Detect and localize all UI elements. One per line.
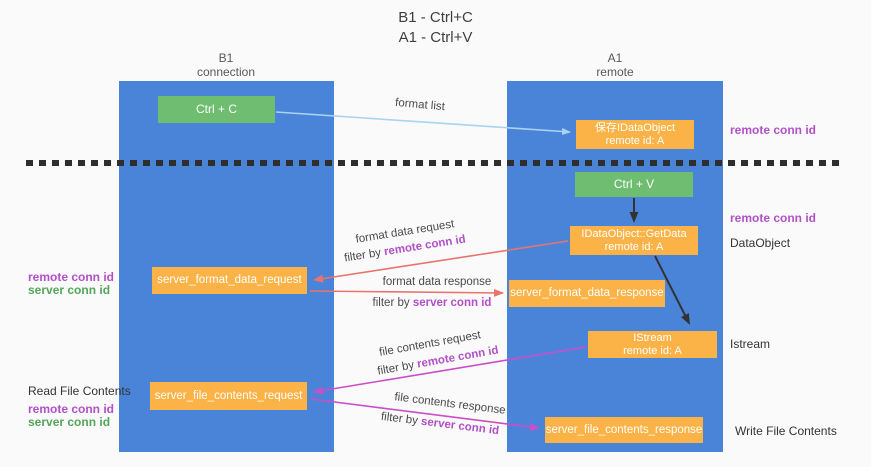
filter-by-text: filter by	[372, 297, 413, 309]
node-ctrl-c-label: Ctrl + C	[195, 102, 237, 116]
label-read-file-contents: Read File Contents	[28, 384, 131, 398]
node-server-file-contents-response-label: server_file_contents_response	[545, 423, 703, 436]
filter-key-server: server conn id	[420, 415, 500, 438]
lane-a1-title: A1	[607, 51, 623, 65]
node-istream-line1: IStream	[633, 331, 672, 344]
label-istream: Istream	[730, 337, 771, 351]
filter-by-text: filter by	[380, 410, 422, 428]
node-idataobject-getdata: IDataObject::GetData remote id: A	[570, 226, 698, 255]
node-istream-line2: remote id: A	[623, 344, 682, 357]
node-ctrl-v-label: Ctrl + V	[613, 177, 655, 191]
lane-header-a1: A1 remote	[545, 51, 685, 79]
filter-by-text: filter by	[343, 246, 386, 265]
title-line-1: B1 - Ctrl+C	[398, 9, 473, 26]
diagram-title: B1 - Ctrl+C A1 - Ctrl+V	[0, 8, 871, 48]
arrow-format-data-response	[309, 288, 504, 297]
label-dataobject: DataObject	[730, 236, 791, 250]
node-istream: IStream remote id: A	[588, 331, 717, 358]
label-format-list: format list	[394, 96, 446, 114]
node-save-idataobject-line2: remote id: A	[605, 134, 665, 147]
label-format-data-response: format data response	[382, 276, 492, 288]
filter-by-text: filter by	[376, 358, 419, 378]
dashed-separator-line	[26, 160, 844, 166]
node-server-file-contents-response: server_file_contents_response	[545, 417, 703, 443]
filter-key-server: server conn id	[412, 297, 492, 309]
label-write-file-contents: Write File Contents	[735, 424, 837, 438]
node-ctrl-v: Ctrl + V	[575, 172, 693, 197]
node-server-file-contents-request: server_file_contents_request	[150, 382, 307, 410]
node-save-idataobject-line1: 保存IDataObject	[594, 121, 676, 134]
node-server-format-data-request: server_format_data_request	[152, 267, 307, 294]
node-getdata-line2: remote id: A	[604, 240, 664, 253]
node-getdata-line1: IDataObject::GetData	[581, 227, 687, 240]
label-remote-conn-id-mid-right: remote conn id	[730, 211, 817, 225]
node-ctrl-c: Ctrl + C	[158, 96, 275, 123]
lane-b1-subtitle: connection	[196, 65, 256, 79]
label-server-conn-id-left-2: server conn id	[28, 415, 111, 429]
label-filter-server-conn-id-1: filter by server conn id	[372, 297, 492, 309]
title-line-2: A1 - Ctrl+V	[398, 29, 473, 46]
label-remote-conn-id-left-1: remote conn id	[28, 270, 115, 284]
label-server-conn-id-left-1: server conn id	[28, 283, 111, 297]
lane-a1-subtitle: remote	[596, 65, 634, 79]
label-remote-conn-id-top-right: remote conn id	[730, 123, 817, 137]
lane-b1-title: B1	[218, 51, 234, 65]
node-server-format-data-response: server_format_data_response	[509, 280, 665, 307]
node-server-format-data-response-label: server_format_data_response	[510, 287, 664, 299]
node-save-idataobject: 保存IDataObject remote id: A	[576, 120, 694, 149]
node-server-file-contents-request-label: server_file_contents_request	[154, 389, 303, 402]
lane-header-b1: B1 connection	[156, 51, 296, 79]
node-server-format-data-request-label: server_format_data_request	[157, 274, 302, 286]
label-remote-conn-id-left-2: remote conn id	[28, 402, 115, 416]
